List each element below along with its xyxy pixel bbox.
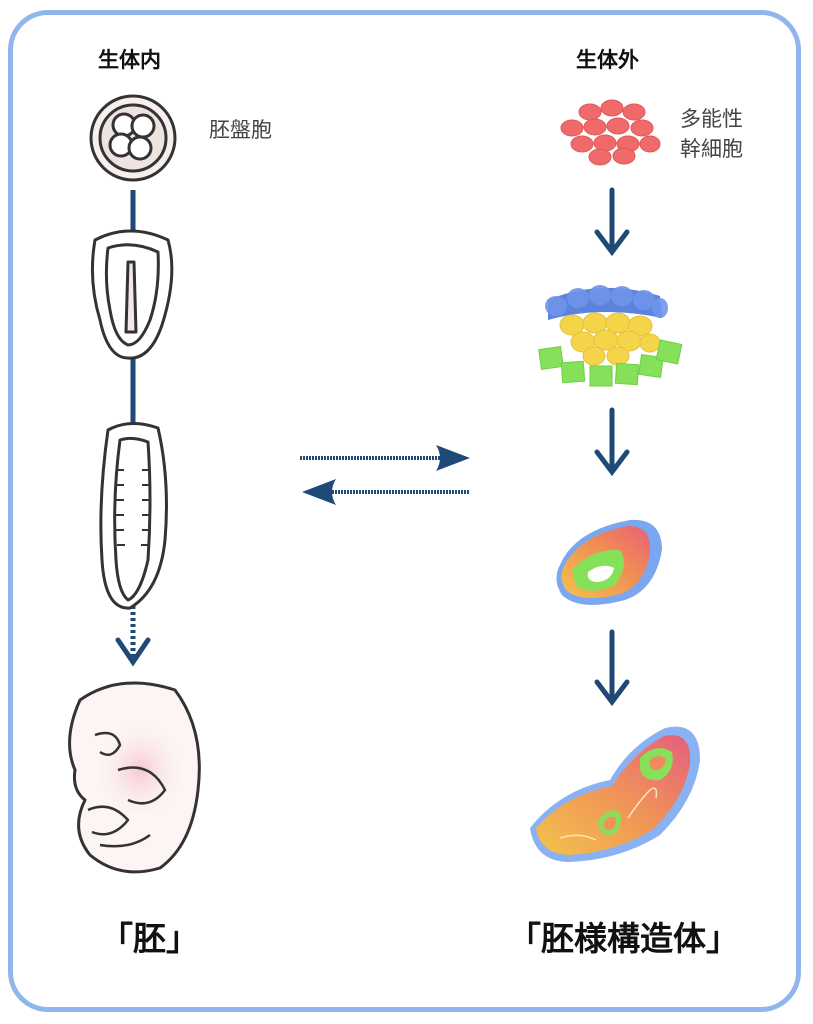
early-embryoid-icon — [556, 519, 662, 605]
in-vitro-heading: 生体外 — [576, 48, 639, 72]
in-vivo-heading: 生体内 — [98, 48, 161, 72]
down-arrow-icon — [115, 637, 151, 667]
bidirectional-arrows — [300, 445, 470, 505]
left-arrow-icon — [302, 479, 336, 505]
stem-cells-icon — [560, 99, 661, 166]
right-arrow-icon — [436, 445, 470, 471]
layered-cells-icon — [538, 285, 683, 387]
process-arrows — [594, 187, 630, 707]
stem-cell-label-line1: 多能性 — [680, 107, 743, 131]
embryo-icon — [68, 681, 201, 874]
embryo-stage-icon — [90, 229, 174, 360]
stem-cell-label-line2: 幹細胞 — [680, 137, 743, 161]
embryo-label: 「胚」 — [100, 919, 199, 958]
embryoid-structure-label: 「胚様構造体」 — [508, 919, 739, 958]
embryo-stage-icon-2 — [99, 422, 168, 610]
blastocyst-label: 胚盤胞 — [209, 118, 272, 142]
embryoid-icon — [530, 726, 700, 862]
blastocyst-icon — [89, 94, 177, 182]
